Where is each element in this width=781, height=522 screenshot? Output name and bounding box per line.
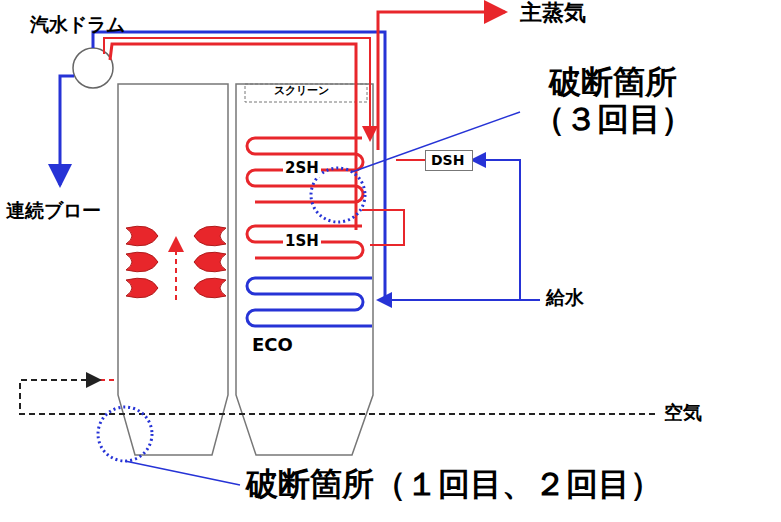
drum-label: 汽水ドラム	[30, 14, 125, 36]
coil-label: 1SH	[283, 233, 321, 250]
coil-label: 2SH	[283, 160, 321, 177]
blowdown-label: 連続ブロー	[6, 200, 101, 222]
rupture-label: 破断箇所（１回目、２回目）	[246, 466, 662, 503]
main-steam-label: 主蒸気	[520, 0, 586, 25]
feedwater-label: 給水	[546, 287, 584, 309]
dsh-box: DSH	[425, 150, 473, 171]
eco-label: ECO	[252, 335, 293, 356]
screen-label: スクリーン	[272, 85, 331, 98]
box-text: DSH	[431, 152, 467, 169]
air-label: 空気	[664, 402, 702, 424]
rupture-label: 破断箇所（３回目）	[524, 64, 702, 138]
